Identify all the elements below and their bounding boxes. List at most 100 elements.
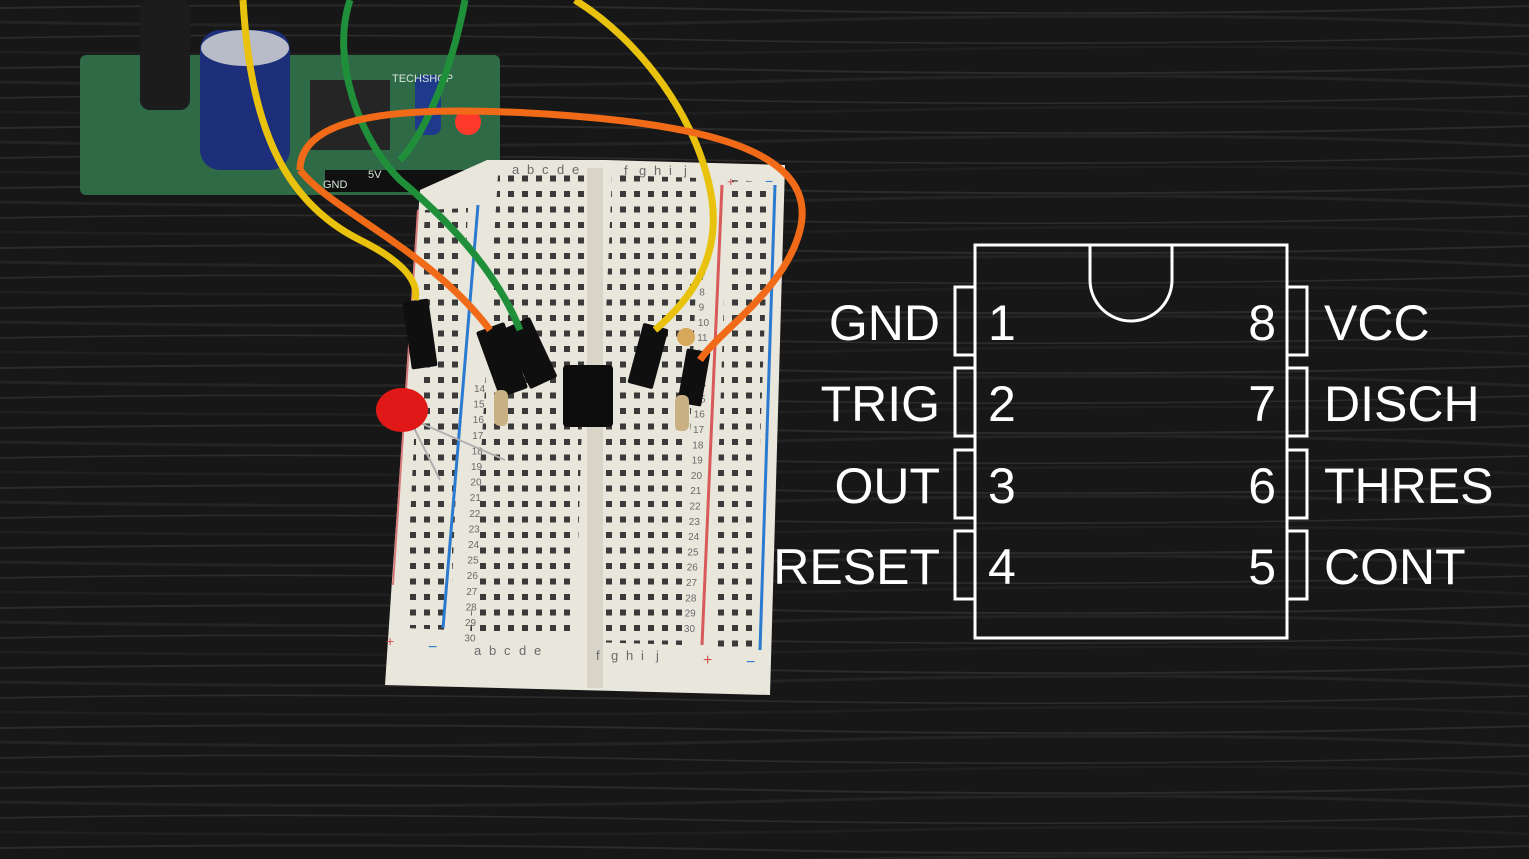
pcb-label-5v: 5V — [368, 169, 382, 181]
pin-tab-left — [953, 529, 977, 601]
jumper-header-4 — [627, 323, 669, 389]
chip-outline — [973, 243, 1289, 640]
wire-orange-2 — [297, 167, 493, 333]
pin-label: RESET — [773, 539, 940, 595]
pin-number: 6 — [1248, 458, 1276, 514]
wire-green — [340, 0, 524, 332]
pin-number: 1 — [988, 295, 1016, 351]
rail-minus-bottom-left: − — [428, 639, 437, 656]
pin-tab-right — [1285, 366, 1309, 438]
row-number: 8 — [699, 287, 705, 298]
breadboard-holes-right — [592, 175, 700, 645]
row-number: 22 — [690, 502, 702, 513]
row-number: 21 — [470, 493, 482, 504]
pin-label: VCC — [1324, 295, 1430, 351]
pin-number: 3 — [988, 458, 1016, 514]
led-leads — [409, 419, 506, 481]
small-capacitor — [415, 75, 441, 135]
pin-label: DISCH — [1324, 376, 1480, 432]
capacitor-dark — [140, 0, 190, 110]
pin-number: 4 — [988, 539, 1016, 595]
row-number: 25 — [467, 556, 479, 567]
jumper-header-5 — [677, 348, 711, 407]
row-number: 16 — [473, 415, 485, 426]
row-number: 18 — [692, 440, 704, 451]
pcb-brand: TECHSHOP — [392, 73, 453, 85]
row-number: 17 — [472, 431, 484, 442]
pin-number: 5 — [1248, 539, 1276, 595]
resistor-left — [494, 390, 508, 426]
pin-label: TRIG — [821, 376, 940, 432]
pin-label: CONT — [1324, 539, 1466, 595]
pcb-label-gnd: GND — [323, 179, 348, 191]
row-number: 22 — [469, 509, 481, 520]
pin-label: THRES — [1324, 458, 1493, 514]
chip-notch — [1088, 245, 1174, 323]
column-letter: f — [596, 648, 600, 663]
column-letter: h — [626, 648, 633, 663]
pin-label: GND — [829, 295, 940, 351]
row-number: 16 — [694, 410, 706, 421]
jumper-header-1 — [402, 298, 438, 370]
power-led — [455, 109, 481, 135]
row-number: 21 — [690, 486, 702, 497]
pin-label: OUT — [834, 458, 940, 514]
row-number: 14 — [474, 384, 486, 395]
column-letter: e — [534, 643, 541, 658]
column-letter: g — [639, 163, 646, 178]
jumper-header-2 — [476, 322, 528, 398]
row-number: 27 — [466, 587, 478, 598]
rail-plus-bottom-right: + — [703, 652, 712, 669]
column-letter: c — [504, 643, 511, 658]
row-number: 11 — [697, 333, 708, 344]
column-letter: b — [489, 643, 496, 658]
row-number: 23 — [469, 524, 481, 535]
row-number: 20 — [691, 471, 703, 482]
pin-number: 8 — [1248, 295, 1276, 351]
row-number: 19 — [471, 462, 483, 473]
column-letter: i — [669, 163, 672, 178]
resistor-right — [675, 395, 689, 431]
row-number: 25 — [687, 547, 699, 558]
column-letter: h — [654, 163, 661, 178]
pin-tab-left — [953, 285, 977, 357]
row-number: 19 — [692, 456, 704, 467]
row-number: 24 — [468, 540, 480, 551]
row-number: 23 — [689, 517, 701, 528]
row-number: 28 — [685, 593, 697, 604]
rail-line-blue-right — [758, 184, 777, 651]
red-led — [376, 388, 428, 432]
column-letter: b — [527, 162, 534, 177]
pin-tab-right — [1285, 529, 1309, 601]
column-letter: f — [624, 163, 628, 178]
rail-line-blue-left — [441, 204, 480, 629]
jumper-header-3 — [503, 317, 557, 389]
pin-tab-right — [1285, 448, 1309, 520]
center-channel — [587, 168, 603, 688]
rail-minus-top-right: − — [765, 173, 773, 189]
row-number: 15 — [473, 400, 485, 411]
row-number: 29 — [685, 609, 697, 620]
ic-chip — [563, 365, 613, 427]
rail-plus-top-right: + — [727, 174, 735, 189]
column-letter: d — [519, 643, 526, 658]
row-number: 17 — [693, 425, 705, 436]
row-number: 30 — [684, 624, 696, 635]
column-letter: a — [474, 643, 482, 658]
rail-line-red-right — [700, 184, 724, 646]
pin-number: 7 — [1248, 376, 1276, 432]
column-letter: j — [655, 648, 659, 663]
row-number: 10 — [698, 318, 710, 329]
row-number: 7 — [700, 272, 706, 283]
column-letter: a — [512, 162, 520, 177]
row-number: 20 — [470, 478, 482, 489]
column-letter: d — [557, 162, 564, 177]
pin-tab-left — [953, 366, 977, 438]
pin-tab-left — [953, 448, 977, 520]
column-letter: j — [683, 163, 687, 178]
row-number: 18 — [472, 446, 484, 457]
row-number: 9 — [699, 303, 705, 314]
